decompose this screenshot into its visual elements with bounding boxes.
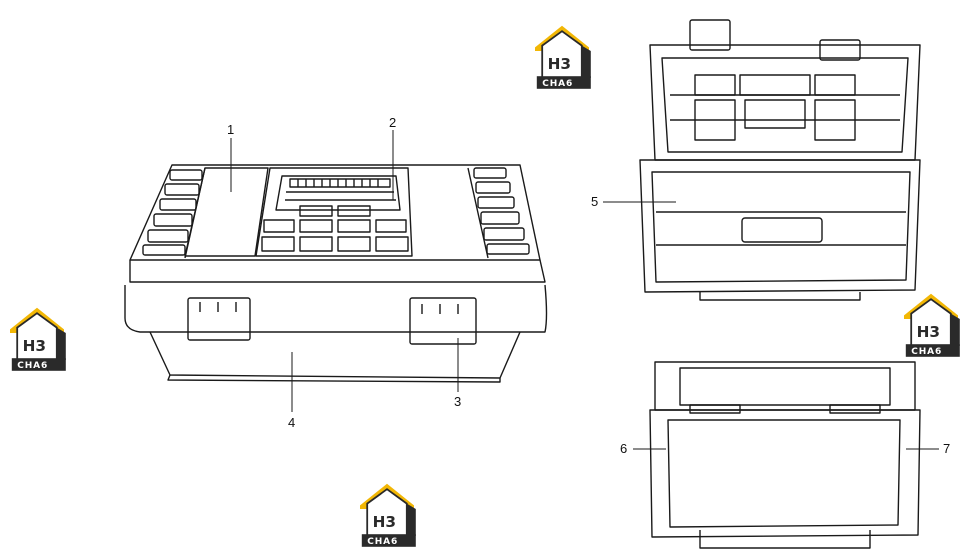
lid-right-grip [467, 167, 530, 259]
leader-lines [230, 130, 939, 450]
callout-4: 4 [288, 415, 295, 430]
svg-text:H3: H3 [23, 337, 46, 355]
svg-text:H3: H3 [373, 513, 396, 531]
latch-right [409, 297, 477, 345]
top-lid-compartments [670, 74, 900, 141]
logo-watermark-2: H3 CHA6 [9, 306, 67, 372]
callout-2: 2 [389, 115, 396, 130]
closed-toolbox [124, 164, 548, 383]
lid-left-grip [142, 167, 206, 259]
callout-7: 7 [943, 441, 950, 456]
open-toolbox-top [639, 19, 921, 301]
svg-text:H3: H3 [917, 323, 940, 341]
organizer-compartments [261, 178, 409, 252]
callout-1: 1 [227, 122, 234, 137]
open-toolbox-bottom [649, 361, 921, 549]
logo-watermark-1: H3 CHA6 [534, 24, 592, 90]
svg-text:CHA6: CHA6 [542, 79, 573, 89]
callout-6: 6 [620, 441, 627, 456]
svg-text:CHA6: CHA6 [911, 347, 942, 357]
logo-watermark-4: H3 CHA6 [903, 292, 961, 358]
latch-left [187, 297, 251, 341]
callout-3: 3 [454, 394, 461, 409]
svg-text:CHA6: CHA6 [367, 537, 398, 547]
logo-watermark-3: H3 CHA6 [359, 482, 417, 548]
callout-5: 5 [591, 194, 598, 209]
svg-text:H3: H3 [548, 55, 571, 73]
svg-text:CHA6: CHA6 [17, 361, 48, 371]
